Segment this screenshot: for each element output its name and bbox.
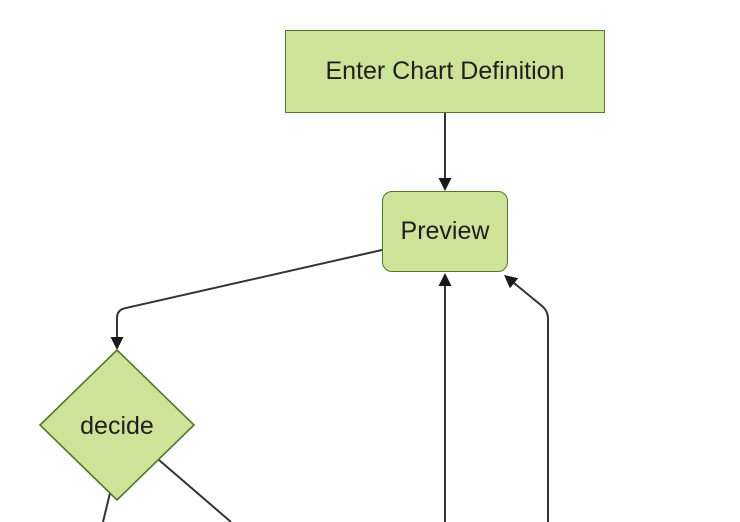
arrowhead-into-preview-corner [504,275,519,289]
edge-offscreen-to-preview-corner [513,282,549,522]
edge-preview-to-decide [116,249,383,339]
arrowhead-into-decide-top [110,337,124,350]
node-preview-label: Preview [400,217,490,245]
node-enter-chart-definition-label: Enter Chart Definition [325,57,565,85]
arrowhead-into-preview-bottom [438,273,452,286]
node-preview: Preview [382,191,508,272]
node-enter-chart-definition: Enter Chart Definition [285,30,605,113]
edge-decide-to-offscreen-left [102,492,111,522]
node-decide-label: decide [80,412,154,440]
node-decide-shape [38,348,196,502]
arrowhead-into-preview-top [438,178,452,191]
edge-decide-to-offscreen-right [158,459,232,522]
